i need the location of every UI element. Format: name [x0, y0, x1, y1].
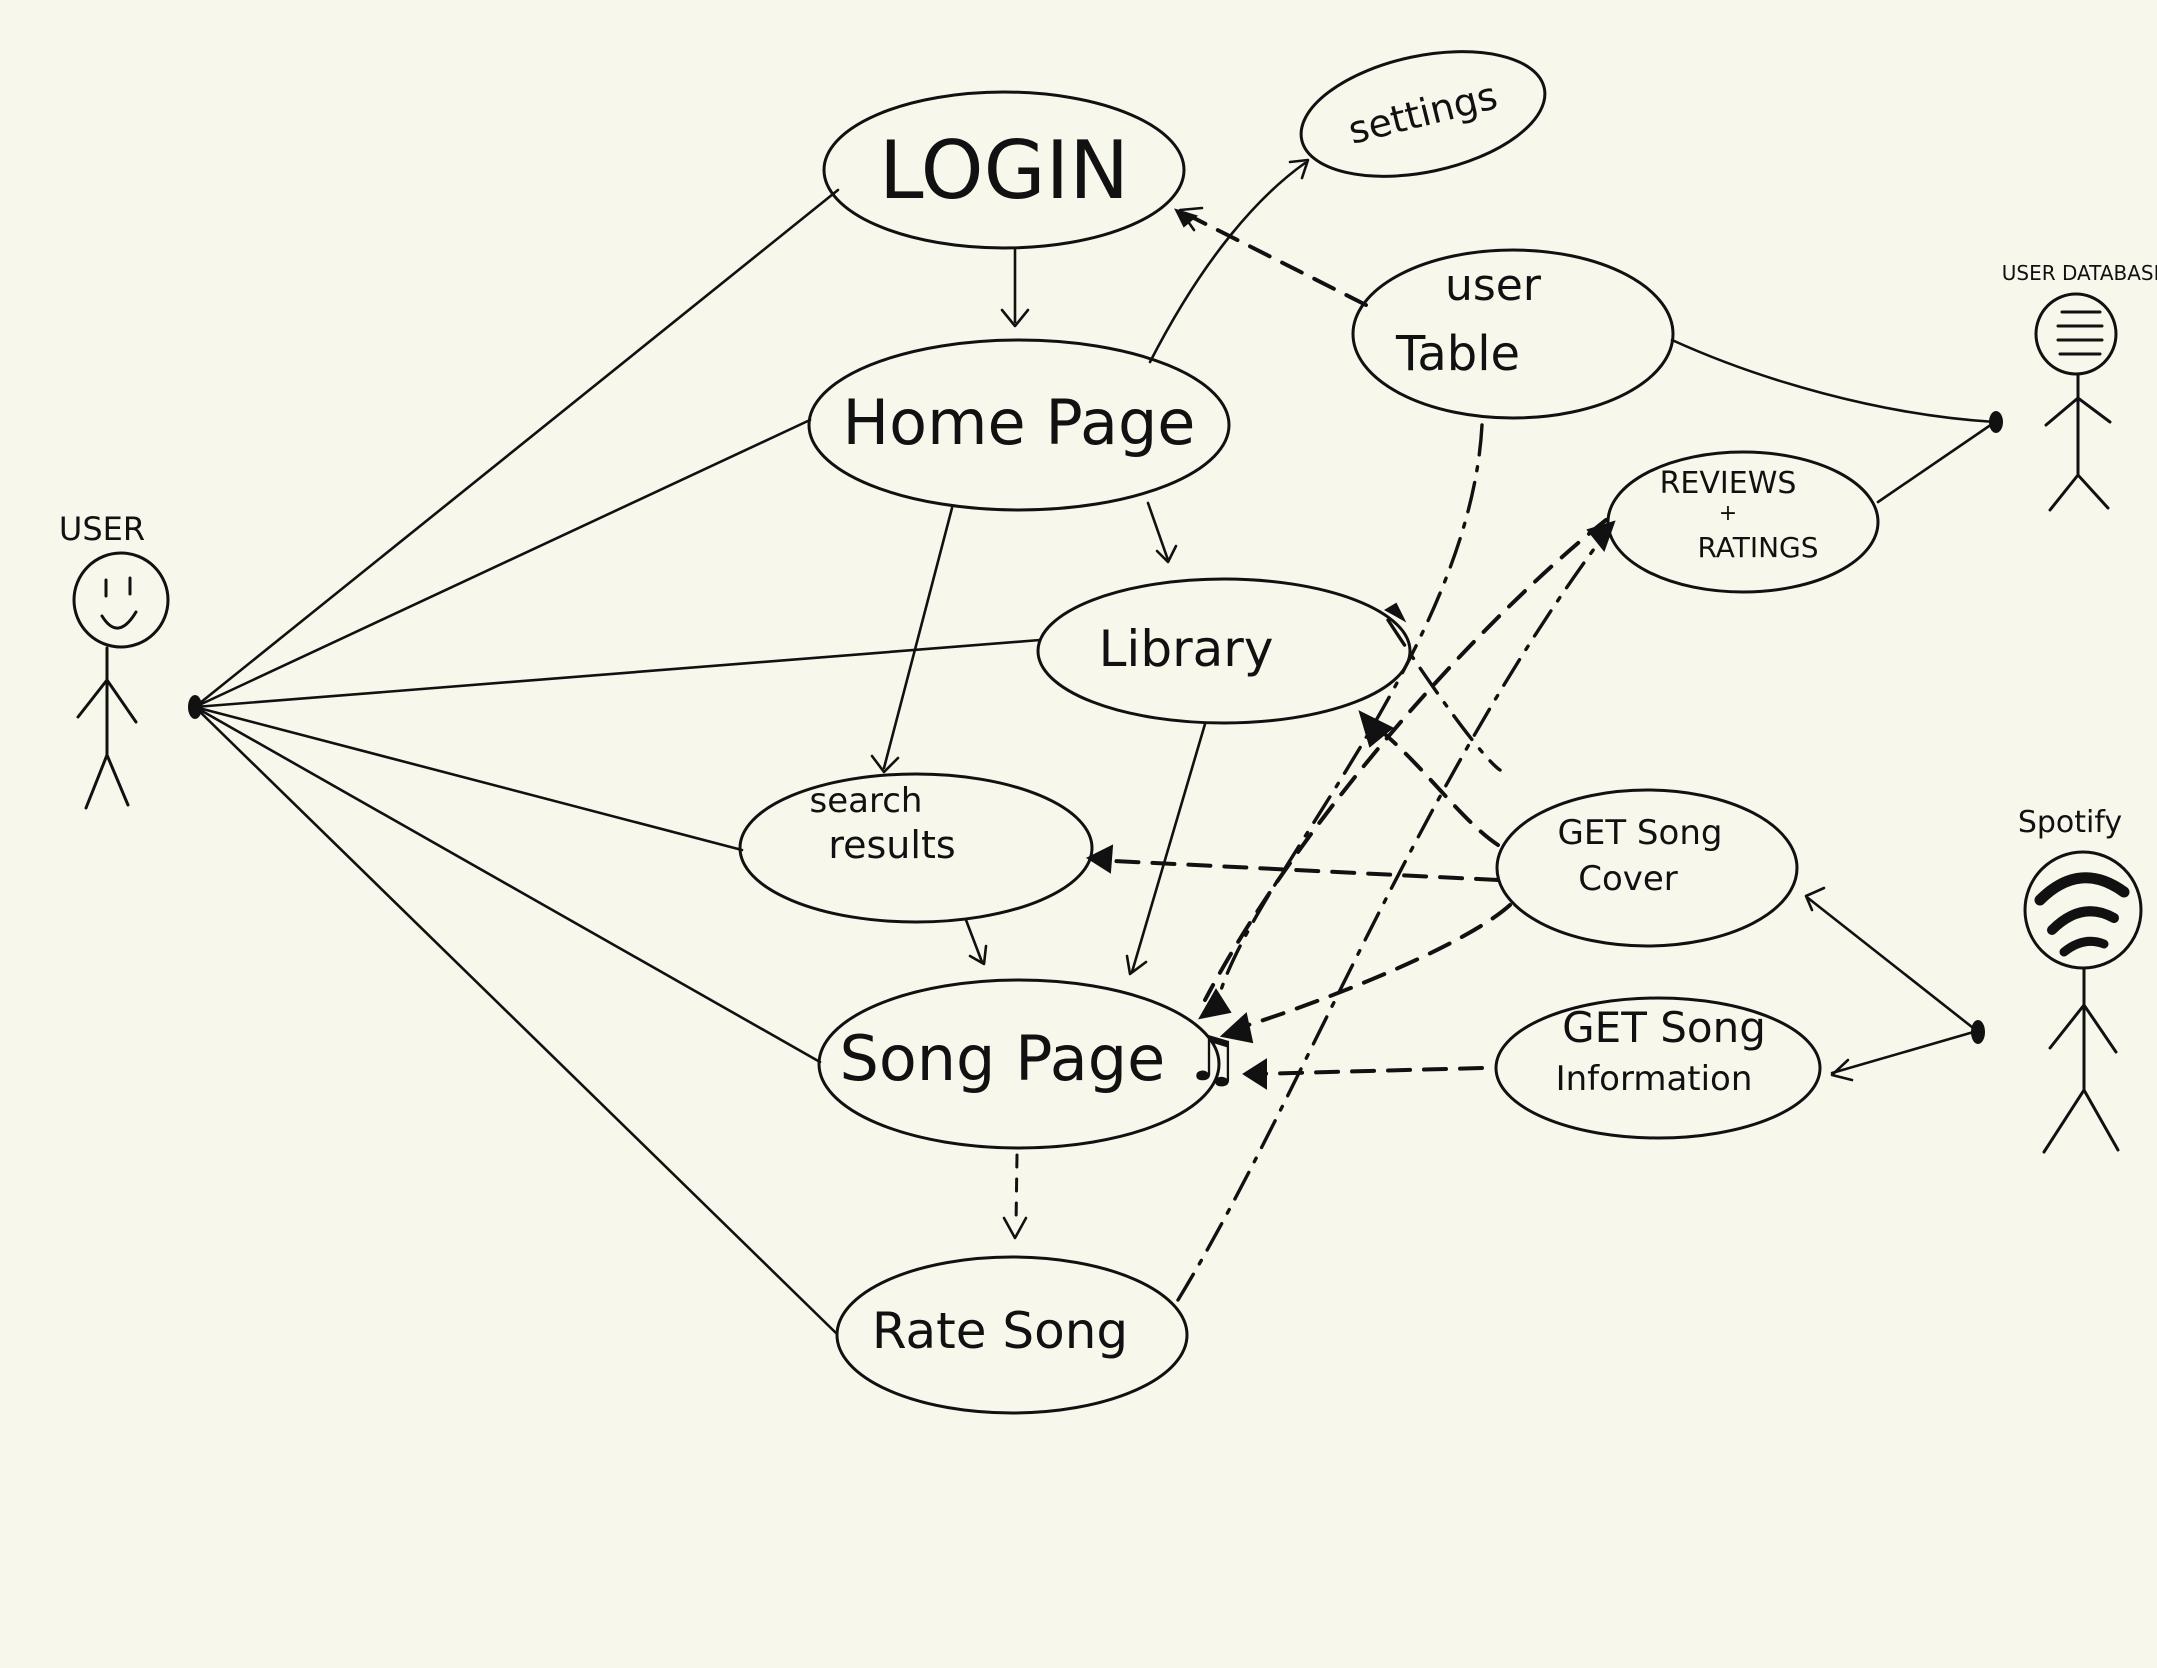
nav-home-search [882, 506, 954, 770]
dep-usertable-library [1386, 618, 1502, 772]
nav-search-songpage [964, 918, 984, 964]
usecase-rate-song-label: Rate Song [872, 1302, 1128, 1360]
actor-user[interactable]: USER [59, 510, 170, 810]
assoc-db-usertable [1670, 338, 1997, 424]
arrowhead-library-right [1384, 602, 1407, 623]
assoc-spotify-cover [1806, 896, 1979, 1033]
db-hub-dot [1989, 411, 2003, 433]
usecase-reviews-ratings[interactable]: REVIEWS + RATINGS [1606, 450, 1880, 594]
usecase-info-label-2: Information [1556, 1059, 1753, 1099]
usecase-home-page-label: Home Page [843, 386, 1196, 459]
spotify-wave-1 [2034, 872, 2130, 906]
arrowhead-login-usertable [1178, 206, 1204, 232]
usecase-login[interactable]: LOGIN [822, 90, 1186, 250]
arrowhead-library [1155, 544, 1178, 564]
usecase-search-label-1: search [810, 781, 923, 821]
usecase-user-table-label-2: Table [1395, 326, 1520, 382]
dep-songpage-ratesong [1014, 1153, 1019, 1228]
fhead-songpage-3 [1242, 1058, 1267, 1090]
hub-dots [188, 411, 2003, 1044]
db-legs [2048, 472, 2110, 512]
arrowhead-search-song [968, 944, 988, 966]
db-arms [2044, 396, 2112, 427]
usecase-user-table[interactable]: user Table [1351, 248, 1675, 420]
usecase-reviews-label-2: + [1719, 501, 1737, 526]
usecase-reviews-label-1: REVIEWS [1660, 466, 1797, 501]
usecase-info-label-1: GET Song [1562, 1003, 1766, 1052]
user-smile [100, 610, 138, 630]
assoc-user-library [193, 638, 1042, 709]
arrowhead-lib-song [1125, 954, 1148, 976]
dep-cover-songpage [1230, 903, 1512, 1032]
nav-library-songpage [1130, 722, 1207, 974]
usecase-search-label-2: results [828, 823, 955, 867]
actor-spotify-label: Spotify [2018, 805, 2122, 840]
usecase-search-results[interactable]: search results [738, 772, 1094, 924]
assoc-spotify-info [1830, 1029, 1979, 1075]
usecase-song-page[interactable]: Song Page ♫ [817, 978, 1241, 1150]
usecase-reviews-label-3: RATINGS [1697, 531, 1818, 564]
spotify-wave-3 [2059, 936, 2109, 957]
usecase-settings-label: settings [1344, 73, 1502, 152]
spotify-legs [2042, 1087, 2120, 1154]
fhead-login [1174, 208, 1199, 228]
dep-usertable-login [1180, 210, 1368, 307]
usecase-login-label: LOGIN [879, 124, 1129, 217]
dep-ratesong-reviews [1176, 528, 1610, 1302]
usecase-user-table-label-1: user [1445, 260, 1542, 311]
assoc-user-login [193, 188, 840, 709]
arrowhead-login-home [1000, 308, 1030, 328]
usecase-cover-label-2: Cover [1578, 859, 1678, 899]
associations [193, 161, 1997, 1335]
usecase-get-song-information[interactable]: GET Song Information [1494, 996, 1822, 1140]
arrowhead-settings [1288, 158, 1310, 180]
usecase-library-label: Library [1099, 620, 1274, 678]
arrowhead-cover [1804, 886, 1826, 912]
assoc-user-ratesong [193, 705, 838, 1335]
usecase-home-page[interactable]: Home Page [807, 338, 1231, 512]
actor-user-label: USER [59, 510, 145, 548]
actor-db-label-1: USER DATABASE [2002, 261, 2157, 285]
dep-info-songpage [1252, 1066, 1484, 1076]
fhead-library [1358, 710, 1394, 748]
nav-home-library [1146, 501, 1170, 562]
user-legs [84, 751, 130, 810]
usecase-rate-song[interactable]: Rate Song [835, 1255, 1189, 1415]
fhead-songpage-2 [1219, 1012, 1254, 1044]
usecase-get-song-cover[interactable]: GET Song Cover [1495, 788, 1799, 948]
spotify-hub-dot [1971, 1020, 1985, 1044]
spotify-wave-2 [2047, 906, 2119, 935]
assoc-user-search [193, 705, 744, 852]
usecase-settings[interactable]: settings [1290, 31, 1557, 196]
arrowhead-info [1830, 1058, 1854, 1082]
actor-user-database[interactable]: USER DATABASE [2002, 261, 2157, 512]
dep-usertable-songpage [1216, 423, 1484, 1002]
assoc-user-home [193, 418, 812, 709]
fhead-search [1085, 844, 1114, 874]
user-arms [76, 677, 138, 724]
assoc-user-songpage [193, 705, 822, 1064]
assoc-db-reviews [1876, 420, 1997, 504]
dep-reviews-songpage [1203, 518, 1608, 1002]
actor-spotify[interactable]: Spotify [2018, 805, 2143, 1154]
dep-cover-search [1092, 858, 1500, 882]
usecase-cover-label-1: GET Song [1558, 813, 1723, 853]
arrowhead-songpage-rate [1002, 1216, 1028, 1240]
open-arrowheads [870, 158, 1854, 1240]
dependencies [1014, 210, 1610, 1302]
spotify-arms [2048, 1002, 2118, 1054]
arrowhead-search [870, 754, 900, 774]
db-head [2034, 292, 2118, 376]
fhead-songpage-1 [1198, 988, 1232, 1020]
nav-home-settings [1148, 161, 1307, 364]
usecase-song-page-label: Song Page ♫ [839, 1022, 1240, 1095]
usecase-library[interactable]: Library [1036, 577, 1412, 725]
user-head [72, 551, 170, 649]
user-hub-dot [188, 695, 202, 719]
dep-cover-library [1368, 720, 1500, 847]
